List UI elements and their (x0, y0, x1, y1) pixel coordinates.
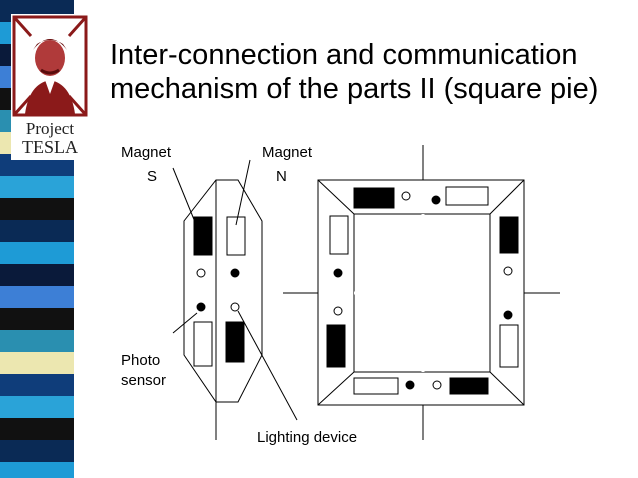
leader-magnet-s (172, 167, 196, 223)
left-filled-dot (333, 268, 343, 278)
photo-sensor-filled (196, 302, 206, 312)
magnet-block-n (226, 216, 246, 256)
slide-title: Inter-connection and communication mecha… (110, 38, 630, 106)
lighting-dot-filled (230, 268, 240, 278)
left-magnet-hollow (329, 215, 349, 255)
bottom-filled-dot (405, 380, 415, 390)
magnet-block-s (193, 216, 213, 256)
stripe-band (0, 352, 74, 374)
bottom-magnet-filled (449, 377, 489, 395)
left-hollow-dot (333, 306, 343, 316)
stripe-band (0, 308, 74, 330)
label-magnet-left: Magnet (121, 144, 172, 161)
stripe-band (0, 374, 74, 396)
stripe-band (0, 396, 74, 418)
stripe-band (0, 220, 74, 242)
leader-magnet-n (235, 159, 251, 226)
label-sensor: sensor (121, 372, 167, 389)
right-hollow-dot (503, 266, 513, 276)
right-filled-dot (503, 310, 513, 320)
label-pole-n: N (276, 168, 287, 185)
block-lower-right (225, 321, 245, 363)
tesla-portrait-icon (12, 15, 88, 117)
label-lighting-device: Lighting device (257, 429, 358, 446)
stripe-band (0, 418, 74, 440)
photo-sensor-hollow (196, 268, 206, 278)
stripe-band (0, 198, 74, 220)
stripe-band (0, 264, 74, 286)
left-magnet-filled (326, 324, 346, 368)
stripe-band (0, 440, 74, 462)
stripe-band (0, 242, 74, 264)
slide-title-line2: mechanism of the parts II (square pie) (110, 73, 599, 105)
square-pie-part (283, 145, 560, 440)
right-magnet-hollow (499, 324, 519, 368)
top-magnet-hollow (445, 186, 489, 206)
label-pole-s: S (147, 168, 158, 185)
bottom-hollow-dot (432, 380, 442, 390)
stripe-band (0, 286, 74, 308)
leader-lighting-device (237, 310, 298, 421)
leader-photo-sensor (172, 312, 198, 334)
label-photo: Photo (121, 352, 161, 369)
slide-title-line1: Inter-connection and communication (110, 39, 578, 71)
bottom-magnet-hollow (353, 377, 399, 395)
project-tesla-logo: Project TESLA (11, 14, 89, 160)
hexagon-part (172, 159, 298, 440)
stripe-band (0, 330, 74, 352)
logo-text-project: Project (25, 119, 75, 138)
hexagon-outline (183, 179, 263, 403)
right-magnet-filled (499, 216, 519, 254)
top-hollow-dot (401, 191, 411, 201)
block-lower-left (193, 321, 213, 367)
label-magnet-right: Magnet (262, 144, 313, 161)
top-filled-dot (431, 195, 441, 205)
logo-text-tesla: TESLA (22, 137, 78, 157)
stripe-band (0, 462, 74, 478)
stripe-band (0, 176, 74, 198)
top-magnet-filled (353, 187, 395, 209)
lighting-dot-hollow (230, 302, 240, 312)
